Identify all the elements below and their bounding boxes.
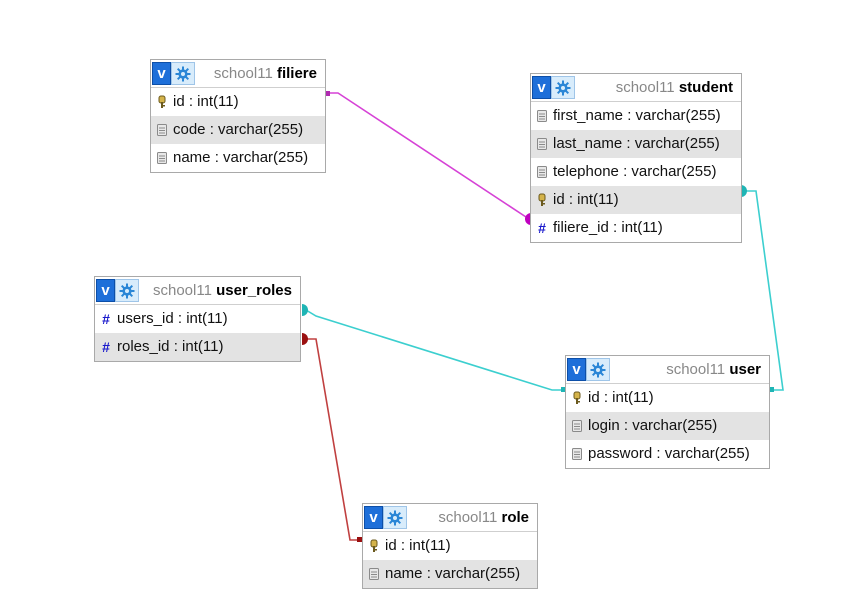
column-icon [571,419,583,433]
table-header[interactable]: v school11 role [363,504,537,532]
header-buttons: v [567,358,610,381]
column-label: id : int(11) [588,389,654,406]
table-name: student [678,79,733,96]
schema-name: school11 [213,65,273,82]
key-icon [536,193,548,207]
schema-name: school11 [666,361,726,378]
table-header[interactable]: v school11 user [566,356,769,384]
column-row[interactable]: name : varchar(255) [363,560,537,588]
relation-end-square [769,387,774,392]
column-icon [571,447,583,461]
table-name: filiere [276,65,317,82]
column-label: login : varchar(255) [588,417,718,434]
table-title: school11 user [666,356,761,384]
table-title: school11 student [616,74,733,102]
column-row[interactable]: password : varchar(255) [566,440,769,468]
table-header[interactable]: v school11 filiere [151,60,325,88]
gear-icon[interactable] [115,279,139,302]
header-buttons: v [364,506,407,529]
header-buttons: v [152,62,195,85]
toggle-columns-icon[interactable]: v [364,506,383,529]
relation-end-cap [302,333,308,345]
header-buttons: v [96,279,139,302]
column-label: id : int(11) [173,93,239,110]
table-filiere[interactable]: v school11 filiere id : int(11) code : varc… [150,59,326,173]
column-row[interactable]: telephone : varchar(255) [531,158,741,186]
column-label: id : int(11) [385,537,451,554]
column-row[interactable]: name : varchar(255) [151,144,325,172]
relation-end-cap [525,213,531,225]
relation-end-square [357,537,362,542]
table-title: school11 user_roles [153,277,292,305]
column-row[interactable]: id : int(11) [363,532,537,560]
column-label: password : varchar(255) [588,445,750,462]
column-label: telephone : varchar(255) [553,163,717,180]
column-icon [536,165,548,179]
table-name: user [729,361,761,378]
gear-icon[interactable] [586,358,610,381]
column-icon [156,123,168,137]
column-label: last_name : varchar(255) [553,135,720,152]
relation-end-square [325,91,330,96]
gear-icon[interactable] [551,76,575,99]
hash-icon: # [538,220,546,236]
table-student[interactable]: v school11 student first_name : varchar(25… [530,73,742,243]
column-row[interactable]: id : int(11) [531,186,741,214]
table-header[interactable]: v school11 student [531,74,741,102]
column-row[interactable]: # filiere_id : int(11) [531,214,741,242]
table-header[interactable]: v school11 user_roles [95,277,300,305]
column-row[interactable]: last_name : varchar(255) [531,130,741,158]
toggle-columns-icon[interactable]: v [96,279,115,302]
toggle-columns-icon[interactable]: v [152,62,171,85]
table-name: user_roles [216,282,292,299]
header-buttons: v [532,76,575,99]
key-icon [368,539,380,553]
column-row[interactable]: id : int(11) [151,88,325,116]
toggle-columns-icon[interactable]: v [532,76,551,99]
column-icon [536,109,548,123]
table-name: role [501,509,529,526]
relation-student-user[interactable] [745,190,784,391]
column-icon [156,151,168,165]
key-icon [156,95,168,109]
column-label: users_id : int(11) [117,310,228,327]
key-icon [571,391,583,405]
schema-name: school11 [438,509,498,526]
gear-icon[interactable] [171,62,195,85]
column-row[interactable]: login : varchar(255) [566,412,769,440]
column-label: code : varchar(255) [173,121,304,138]
relation-filiere-student[interactable] [327,92,527,218]
column-label: first_name : varchar(255) [553,107,721,124]
toggle-columns-icon[interactable]: v [567,358,586,381]
hash-icon: # [102,311,110,327]
table-title: school11 filiere [214,60,317,88]
relation-userroles-user[interactable] [305,309,563,391]
relation-end-cap [741,185,747,197]
column-label: id : int(11) [553,191,619,208]
relation-end-cap [302,304,308,316]
schema-name: school11 [153,282,212,299]
table-user[interactable]: v school11 user id : int(11) login : varcha… [565,355,770,469]
schema-name: school11 [615,79,675,96]
column-label: filiere_id : int(11) [553,219,663,236]
column-icon [536,137,548,151]
table-title: school11 role [438,504,529,532]
gear-icon[interactable] [383,506,407,529]
column-row[interactable]: first_name : varchar(255) [531,102,741,130]
column-label: name : varchar(255) [385,565,521,582]
column-row[interactable]: id : int(11) [566,384,769,412]
column-row[interactable]: code : varchar(255) [151,116,325,144]
relation-end-square [561,387,566,392]
column-icon [368,567,380,581]
column-label: roles_id : int(11) [117,338,224,355]
table-role[interactable]: v school11 role id : int(11) name : varchar… [362,503,538,589]
column-row[interactable]: # roles_id : int(11) [95,333,300,361]
column-row[interactable]: # users_id : int(11) [95,305,300,333]
relation-userroles-role[interactable] [306,338,360,541]
column-label: name : varchar(255) [173,149,309,166]
hash-icon: # [102,339,110,355]
